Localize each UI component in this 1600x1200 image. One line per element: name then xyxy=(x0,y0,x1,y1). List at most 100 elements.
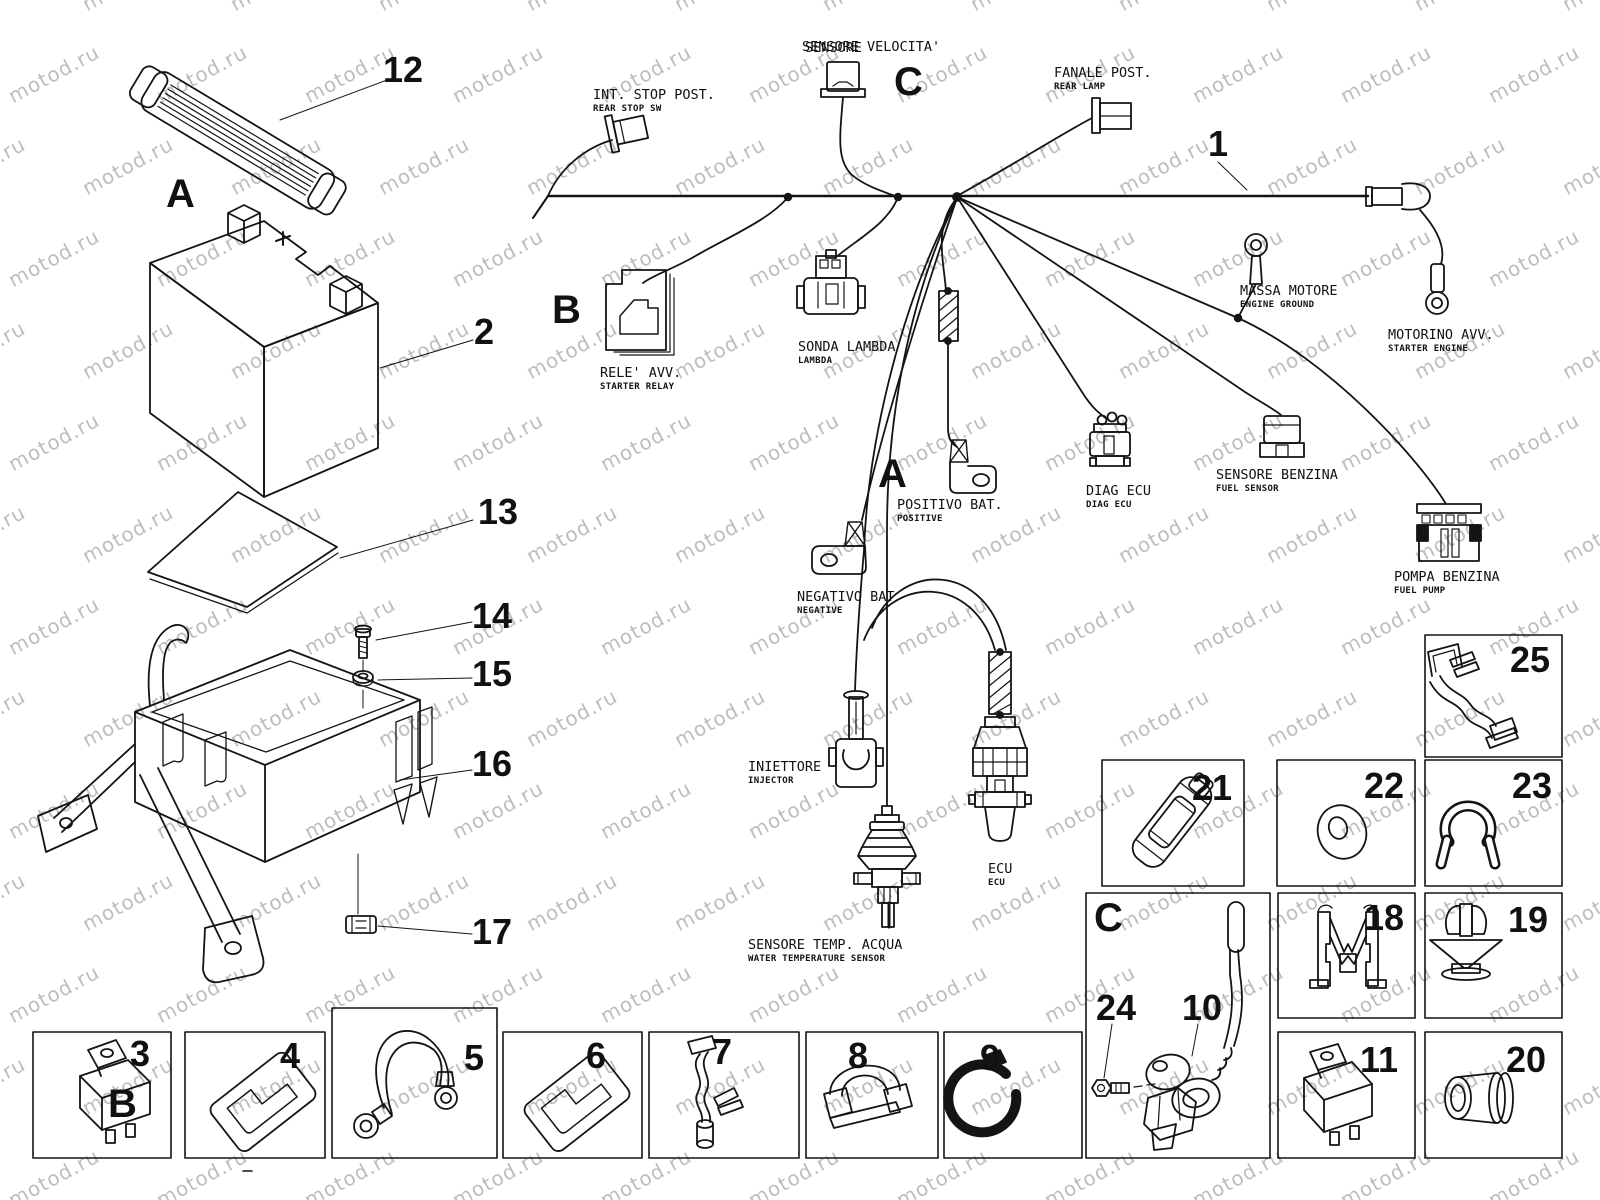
ref-letter-c-sensor: C xyxy=(894,60,923,104)
starter-engine-drawing xyxy=(1365,182,1449,315)
label-motorino-avv-sub: STARTER ENGINE xyxy=(1388,344,1469,354)
label-pompa-benzina-main: POMPA BENZINA xyxy=(1394,569,1500,585)
label-massa-motore-sub: ENGINE GROUND xyxy=(1240,300,1315,310)
starter-relay-connector-drawing xyxy=(605,196,789,356)
label-sensore-benzina-main: SENSORE BENZINA xyxy=(1216,467,1338,483)
callout-7: 7 xyxy=(712,1031,733,1072)
label-iniettore: INIETTORE INJECTOR xyxy=(748,760,821,787)
callout-21: 21 xyxy=(1192,767,1233,808)
part-9-drawing xyxy=(943,1049,1022,1138)
label-sensore-benzina-sub: FUEL SENSOR xyxy=(1216,484,1279,494)
ecu-branch-wires xyxy=(854,197,1007,807)
ecu-drawing xyxy=(968,648,1032,842)
diag-ecu-connector-drawing xyxy=(956,196,1131,467)
ref-letter-a-positive: A xyxy=(878,452,907,496)
callout-11: 11 xyxy=(1360,1039,1399,1080)
label-int-stop-post-main: INT. STOP POST. xyxy=(593,87,715,103)
label-motorino-avv: MOTORINO AVV. STARTER ENGINE xyxy=(1388,327,1494,355)
label-sensore-velocita-main: SENSORE VELOCITA' xyxy=(802,39,941,55)
callout-19: 19 xyxy=(1508,899,1549,940)
callout-2: 2 xyxy=(474,311,495,352)
label-ecu-main: ECU xyxy=(988,861,1013,877)
part-7-drawing xyxy=(687,1035,744,1149)
injector-drawing xyxy=(828,690,884,788)
label-sensore-temp-acqua-sub: WATER TEMPERATURE SENSOR xyxy=(748,954,886,964)
part-3-drawing xyxy=(79,1039,151,1144)
ref-letter-c-box: C xyxy=(1094,896,1123,940)
label-diag-ecu-main: DIAG ECU xyxy=(1086,483,1152,499)
part-23-drawing xyxy=(1435,800,1501,870)
battery-drawing xyxy=(149,204,379,498)
label-rele-avv: RELE' AVV. STARTER RELAY xyxy=(600,365,682,393)
fuel-sensor-connector-drawing xyxy=(956,196,1305,458)
label-sensore-temp-acqua-main: SENSORE TEMP. ACQUA xyxy=(748,937,903,953)
callout-14: 14 xyxy=(472,595,513,636)
ref-letter-b-relay: B xyxy=(552,288,581,332)
part-8-drawing xyxy=(823,1064,913,1129)
label-int-stop-post-sub: REAR STOP SW xyxy=(593,104,662,114)
part-18-drawing xyxy=(1309,904,1387,989)
label-positivo-bat: POSITIVO BAT. POSITIVE xyxy=(897,498,1003,525)
part-5-drawing xyxy=(353,1030,458,1139)
fuel-pump-connector-drawing xyxy=(956,196,1482,562)
part-10-24-drawing xyxy=(1091,901,1245,1151)
ref-letter-b-box: B xyxy=(108,1082,137,1126)
label-massa-motore-main: MASSA MOTORE xyxy=(1240,283,1338,299)
callout-9: 9 xyxy=(980,1037,1001,1078)
label-negativo-bat-main: NEGATIVO BAT xyxy=(797,589,895,605)
engine-ground-drawing xyxy=(1237,233,1268,319)
label-positivo-bat-sub: POSITIVE xyxy=(897,514,943,524)
callout-24: 24 xyxy=(1096,987,1137,1028)
label-rele-avv-sub: STARTER RELAY xyxy=(600,382,675,392)
callout-16: 16 xyxy=(472,743,513,784)
label-diag-ecu-sub: DIAG ECU xyxy=(1086,500,1132,510)
label-fanale-post-sub: REAR LAMP xyxy=(1054,82,1106,92)
lambda-connector-drawing xyxy=(796,196,899,315)
callout-8: 8 xyxy=(848,1035,869,1076)
label-pompa-benzina: POMPA BENZINA FUEL PUMP xyxy=(1394,569,1500,597)
callout-1: 1 xyxy=(1208,123,1229,164)
label-ecu-sub: ECU xyxy=(988,878,1006,888)
part-25-drawing xyxy=(1427,643,1519,749)
callout-12: 12 xyxy=(383,49,424,90)
callout-23: 23 xyxy=(1512,765,1553,806)
water-temp-sensor-drawing xyxy=(853,805,921,929)
label-rele-avv-main: RELE' AVV. xyxy=(600,365,682,381)
battery-tray-drawing xyxy=(37,624,438,984)
callout-20: 20 xyxy=(1506,1039,1547,1080)
callout-22: 22 xyxy=(1364,765,1405,806)
part-20-drawing xyxy=(1444,1072,1514,1124)
part-22-drawing xyxy=(1316,804,1368,860)
label-motorino-avv-main: MOTORINO AVV. xyxy=(1388,327,1494,343)
label-sensore-velocita-overprint: SENSORE xyxy=(805,40,862,56)
callout-boxes xyxy=(32,634,1563,1172)
screw-drawing xyxy=(354,624,372,659)
callout-15: 15 xyxy=(472,653,513,694)
part-6-drawing xyxy=(523,1051,631,1152)
label-sensore-temp-acqua: SENSORE TEMP. ACQUA WATER TEMPERATURE SE… xyxy=(748,937,903,965)
part-11-drawing xyxy=(1303,1043,1373,1146)
label-sonda-lambda-sub: LAMBDA xyxy=(798,356,833,366)
part-4-drawing xyxy=(209,1051,317,1152)
speed-sensor-connector-drawing xyxy=(820,61,899,198)
label-diag-ecu: DIAG ECU DIAG ECU xyxy=(1086,483,1152,511)
rear-lamp-connector-drawing xyxy=(956,97,1132,197)
label-fanale-post: FANALE POST. REAR LAMP xyxy=(1054,65,1152,93)
part-19-drawing xyxy=(1429,903,1503,981)
label-pompa-benzina-sub: FUEL PUMP xyxy=(1394,586,1446,596)
clip-17-drawing xyxy=(345,915,377,934)
callout-13: 13 xyxy=(478,491,519,532)
callout-5: 5 xyxy=(464,1037,485,1078)
rear-stop-connector-drawing xyxy=(547,114,650,197)
label-fanale-post-main: FANALE POST. xyxy=(1054,65,1152,81)
callout-10: 10 xyxy=(1182,987,1223,1028)
callout-6: 6 xyxy=(586,1035,607,1076)
label-negativo-bat-sub: NEGATIVE xyxy=(797,606,843,616)
label-sensore-benzina: SENSORE BENZINA FUEL SENSOR xyxy=(1216,467,1338,495)
label-ecu: ECU ECU xyxy=(988,861,1013,889)
label-sonda-lambda: SONDA LAMBDA LAMBDA xyxy=(798,339,896,367)
label-sonda-lambda-main: SONDA LAMBDA xyxy=(798,339,896,355)
callout-4: 4 xyxy=(280,1035,301,1076)
callout-3: 3 xyxy=(130,1033,151,1074)
